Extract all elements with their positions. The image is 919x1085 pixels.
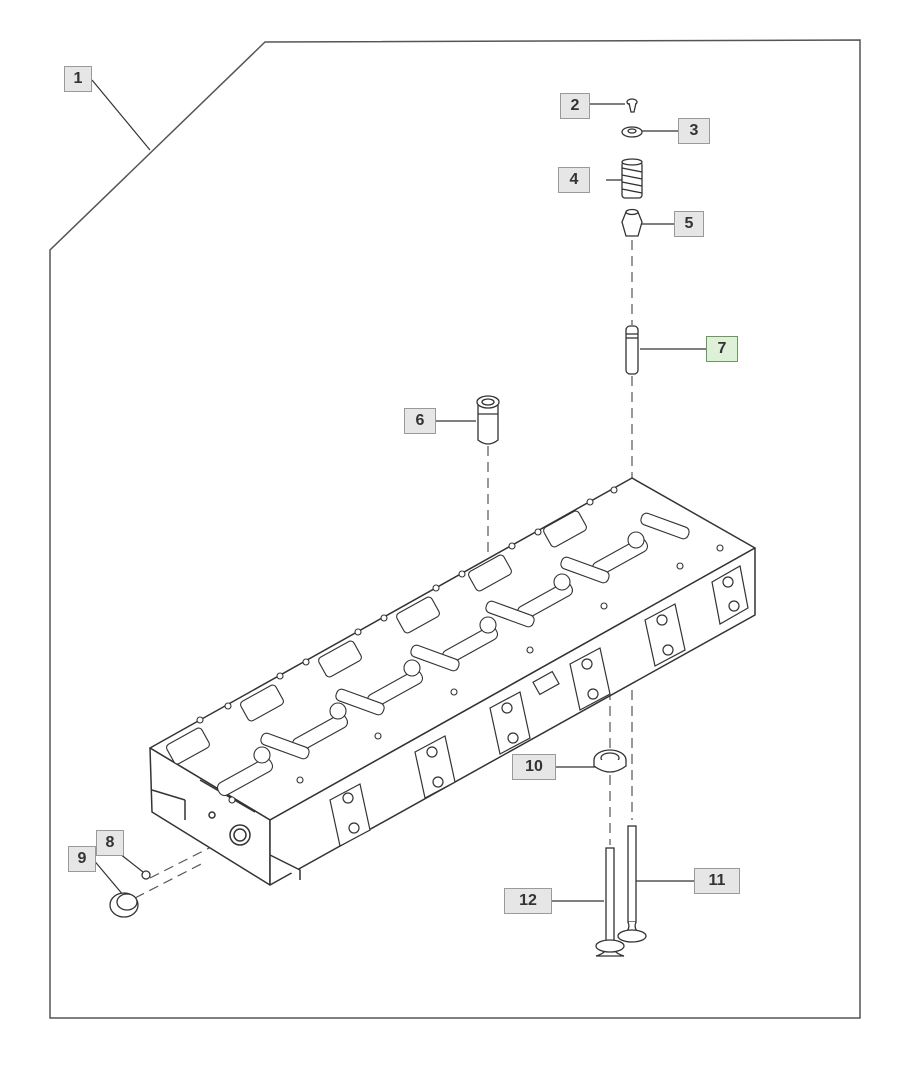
callout-9[interactable]: 9 — [68, 846, 96, 872]
expansion-plug-part — [109, 892, 139, 918]
valve-seal-part — [621, 208, 643, 237]
spring-retainer-part — [621, 126, 643, 138]
head-side-details — [329, 565, 749, 847]
exhaust-valve-part — [617, 825, 647, 943]
callout-10[interactable]: 10 — [512, 754, 556, 780]
cylinder-head-body — [149, 477, 756, 886]
valve-keeper-part — [626, 98, 638, 113]
callout-1[interactable]: 1 — [64, 66, 92, 92]
callout-5[interactable]: 5 — [674, 211, 704, 237]
callout-2[interactable]: 2 — [560, 93, 590, 119]
callout-6[interactable]: 6 — [404, 408, 436, 434]
valve-seat-insert-part — [593, 749, 627, 773]
valve-spring-part — [621, 158, 643, 199]
head-top-details — [166, 486, 724, 804]
injector-sleeve-part — [476, 395, 500, 445]
valve-guide-part — [625, 325, 639, 375]
callout-4[interactable]: 4 — [558, 167, 590, 193]
leader-lines — [91, 79, 706, 902]
callout-11[interactable]: 11 — [694, 868, 740, 894]
intake-valve-part — [595, 847, 625, 957]
plug-part — [141, 870, 151, 880]
callout-3[interactable]: 3 — [678, 118, 710, 144]
callout-12[interactable]: 12 — [504, 888, 552, 914]
callout-8[interactable]: 8 — [96, 830, 124, 856]
centerlines — [134, 240, 633, 899]
callout-7[interactable]: 7 — [706, 336, 738, 362]
assembly-frame — [49, 39, 861, 1019]
